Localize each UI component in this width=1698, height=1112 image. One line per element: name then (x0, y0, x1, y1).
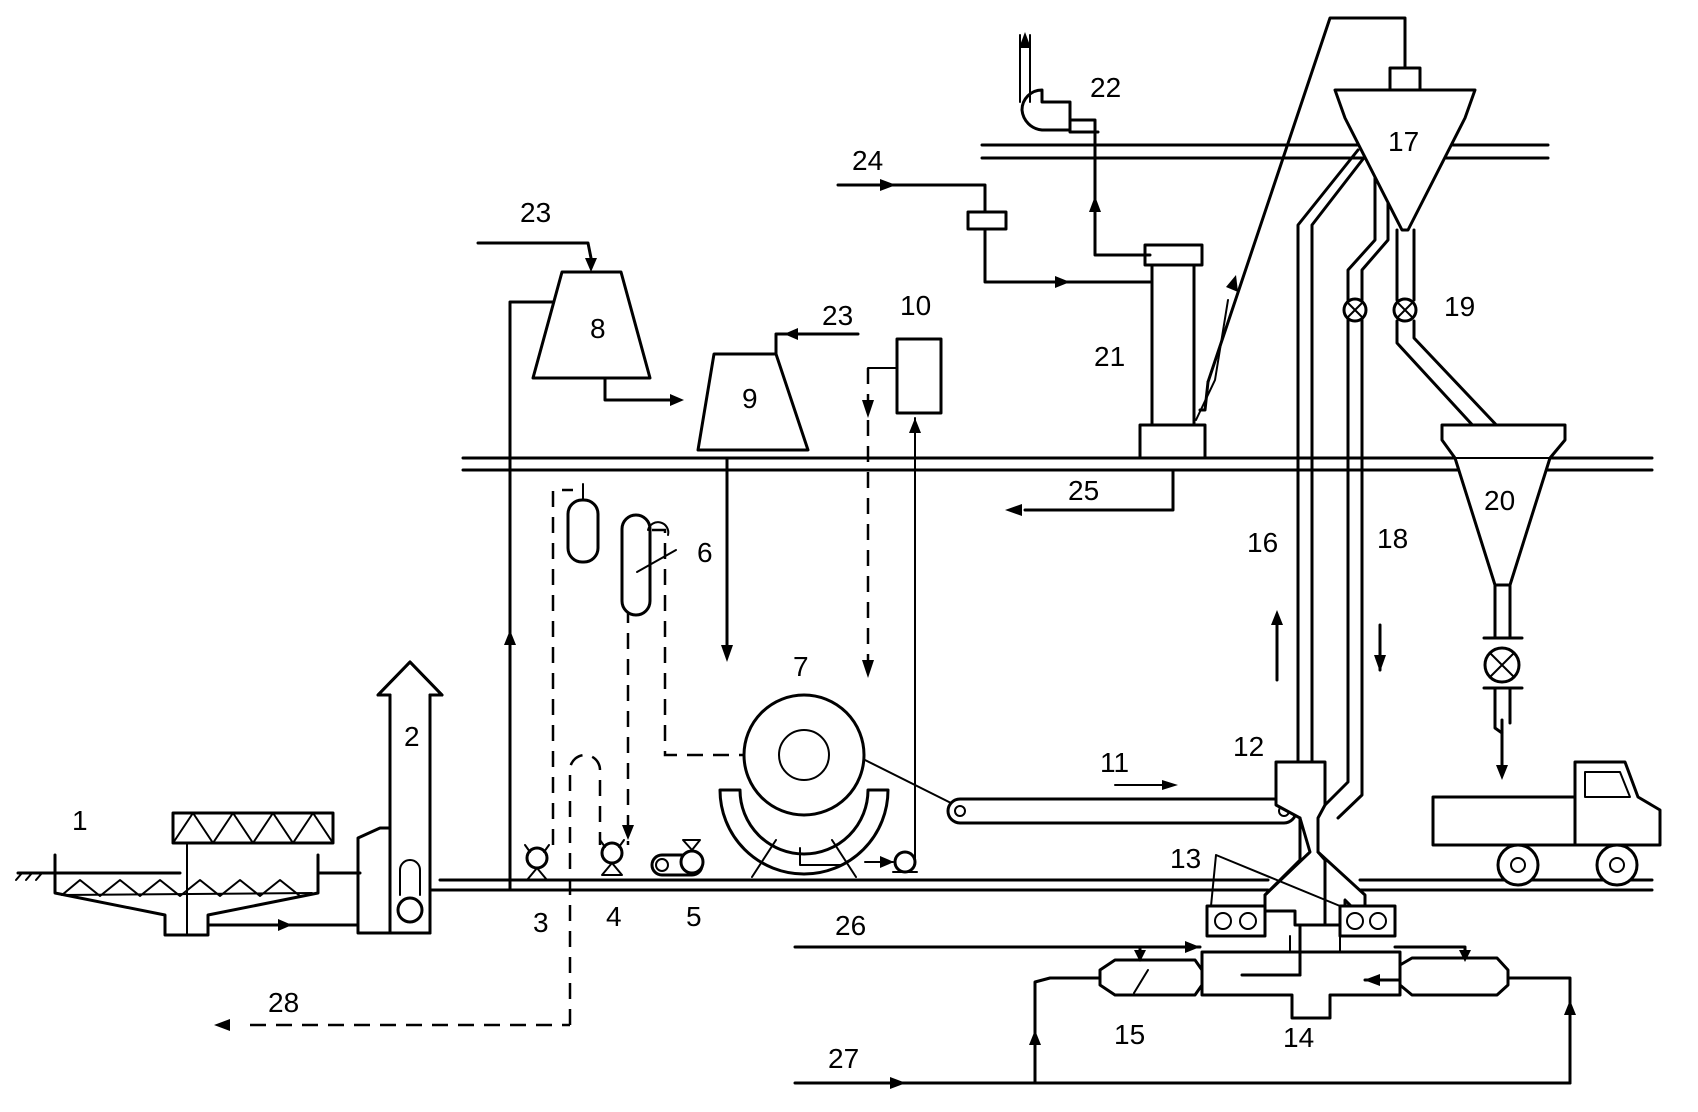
labels: 1 2 3 4 5 6 7 8 9 10 11 12 13 14 15 16 1… (72, 72, 1515, 1074)
label-10: 10 (900, 290, 931, 321)
label-9: 9 (742, 383, 758, 414)
pump-house (356, 300, 559, 935)
label-20: 20 (1484, 485, 1515, 516)
label-1: 1 (72, 805, 88, 836)
belt-conveyor (946, 780, 1298, 825)
dryer-furnace (793, 760, 1576, 1089)
label-12: 12 (1233, 731, 1264, 762)
scrubber-column (1005, 130, 1207, 516)
label-7: 7 (793, 651, 809, 682)
label-8: 8 (590, 313, 606, 344)
label-14: 14 (1283, 1022, 1314, 1053)
label-13: 13 (1170, 843, 1201, 874)
riser-ducts (1271, 148, 1390, 820)
label-19: 19 (1444, 291, 1475, 322)
label-23-top: 23 (520, 197, 551, 228)
label-17: 17 (1388, 126, 1419, 157)
truck (1431, 760, 1662, 887)
dashed-lines (214, 368, 874, 1031)
drum-filter (718, 693, 956, 878)
label-3: 3 (533, 907, 549, 938)
label-28: 28 (268, 987, 299, 1018)
label-2: 2 (404, 721, 420, 752)
label-11: 11 (1100, 747, 1129, 778)
label-15: 15 (1114, 1019, 1145, 1050)
pumps (524, 839, 918, 881)
label-16: 16 (1247, 527, 1278, 558)
label-18: 18 (1377, 523, 1408, 554)
label-5: 5 (686, 901, 702, 932)
exhaust-fan (1019, 32, 1097, 134)
label-21: 21 (1094, 341, 1125, 372)
hoppers (476, 241, 860, 662)
inlet-24 (836, 179, 1152, 288)
label-23-right: 23 (822, 300, 853, 331)
cyclone (1195, 16, 1522, 457)
label-4: 4 (606, 901, 622, 932)
label-24: 24 (852, 145, 883, 176)
filter-tanks (566, 483, 677, 617)
silo (1440, 423, 1567, 780)
cabinet (864, 337, 943, 868)
label-26: 26 (835, 910, 866, 941)
label-22: 22 (1090, 72, 1121, 103)
thickener (53, 811, 360, 937)
label-27: 27 (828, 1043, 859, 1074)
label-25: 25 (1068, 475, 1099, 506)
label-6: 6 (697, 537, 713, 568)
